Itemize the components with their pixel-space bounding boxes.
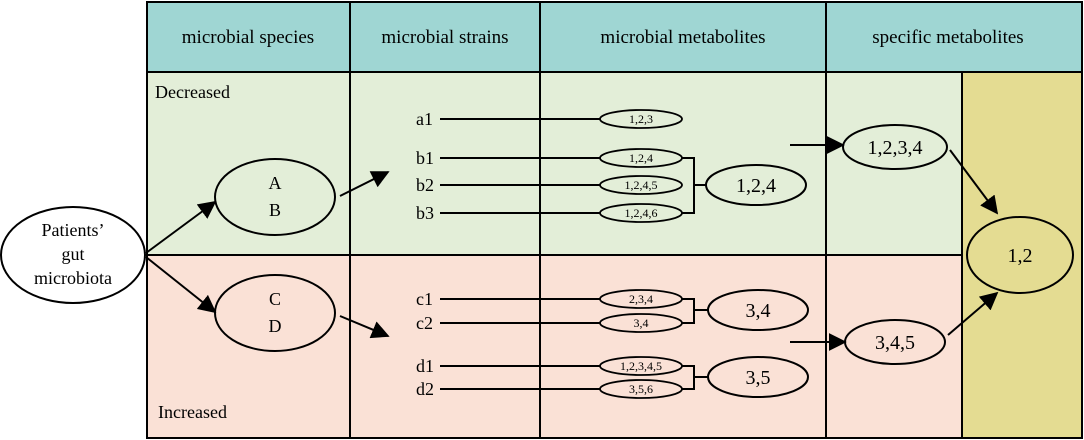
arrow-species-to-strains-increased [339,315,390,339]
source-label-line2: gut [61,244,84,264]
decreased-region [147,72,962,255]
header-species: microbial species [182,27,314,48]
metabolite-label-6: 3,4 [634,316,649,330]
strain-d1: d1 [416,356,434,376]
metabolite-label-4: 1,2,4,6 [625,206,658,220]
group-node-1 [705,164,807,206]
arrow-source-to-decreased [145,200,217,254]
source-label-line1: Patients’ [42,220,105,240]
group-node-3 [707,356,809,398]
specific-label-2: 3,4,5 [875,332,915,354]
metabolite-label-2: 1,2,4 [629,151,653,165]
arrow-specific-1-to-final [949,149,999,215]
final-node [966,216,1074,294]
metabolite-node-1 [599,109,683,129]
header-metabolites: microbial metabolites [600,27,765,48]
final-label: 1,2 [1008,245,1033,267]
metabolite-label-3: 1,2,4,5 [625,178,658,192]
strain-b3: b3 [416,203,434,223]
arrow-species-to-strains-decreased [339,171,390,197]
increased-region [147,255,962,438]
label-decreased: Decreased [155,82,230,102]
strain-b1: b1 [416,148,434,168]
group-node-2 [707,289,809,331]
species-b: B [269,200,281,220]
strain-c2: c2 [416,313,433,333]
flow-arrows [145,136,999,351]
arrow-source-to-increased [145,256,217,314]
group-label-1: 1,2,4 [736,175,776,197]
group-label-2: 3,4 [746,300,771,322]
strain-d2: d2 [416,379,434,399]
strain-a1: a1 [416,109,433,129]
species-a: A [269,173,282,193]
species-node-decreased [214,158,336,236]
metabolite-label-5: 2,3,4 [629,292,653,306]
metabolite-label-7: 1,2,3,4,5 [620,359,662,373]
label-increased: Increased [158,402,227,422]
metabolite-label-8: 3,5,6 [629,382,653,396]
strain-b2: b2 [416,175,434,195]
species-d: D [269,316,282,336]
group-label-3: 3,5 [746,367,771,389]
header-strains: microbial strains [381,27,508,48]
metabolite-label-1: 1,2,3 [629,112,653,126]
header-specific: specific metabolites [872,27,1023,48]
strain-c1: c1 [416,289,433,309]
strain-lines [440,118,600,390]
species-c: C [269,289,281,309]
source-node [0,206,146,304]
arrow-specific-2-to-final [947,291,999,336]
header-band [147,2,1082,72]
final-column [962,72,1082,438]
brackets [682,157,708,390]
source-label-line3: microbiota [34,268,112,288]
metabolite-node-3 [599,175,683,195]
specific-label-1: 1,2,3,4 [868,137,923,159]
